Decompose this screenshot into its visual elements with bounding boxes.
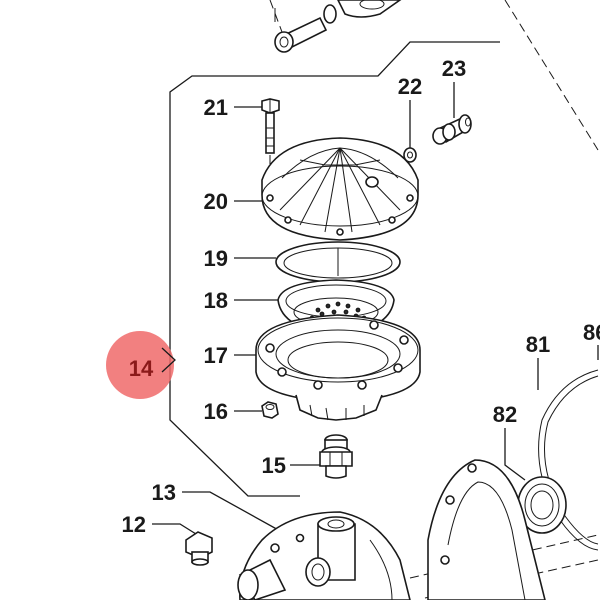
part-17-housing (234, 314, 421, 421)
callout-16: 16 (204, 399, 228, 424)
part-86-gasket-plate (427, 345, 599, 600)
callout-12: 12 (122, 512, 146, 537)
top-bolt-fragment (274, 0, 402, 53)
callout-15: 15 (262, 453, 286, 478)
highlight-callout-14[interactable]: 14 (106, 331, 174, 399)
callout-18: 18 (204, 288, 228, 313)
part-16-nut (234, 401, 279, 419)
callout-81: 81 (526, 332, 550, 357)
callout-14: 14 (129, 356, 154, 381)
callout-13: 13 (152, 480, 176, 505)
part-20-dome-cover (234, 137, 419, 241)
part-19-seal-ring (234, 241, 401, 283)
callout-23: 23 (442, 56, 466, 81)
highlight-circle (106, 331, 174, 399)
callout-14-leader (161, 347, 176, 373)
callout-19: 19 (204, 246, 228, 271)
part-15-adapter (290, 434, 353, 479)
part-81-o-ring (537, 358, 599, 551)
callout-20: 20 (204, 189, 228, 214)
part-23-fitting (432, 82, 472, 145)
callout-82: 82 (493, 402, 517, 427)
part-21-bolt (234, 98, 280, 195)
callout-86: 86 (583, 320, 600, 345)
part-22-washer (403, 100, 417, 163)
callout-21: 21 (204, 95, 228, 120)
axis-right-top (504, 0, 599, 151)
part-12-plug (152, 523, 213, 566)
assembly-14-outline (169, 41, 500, 497)
callout-22: 22 (398, 74, 422, 99)
part-82-shaft-seal (504, 428, 567, 534)
part-13-valve-body (182, 491, 411, 600)
callout-17: 17 (204, 343, 228, 368)
